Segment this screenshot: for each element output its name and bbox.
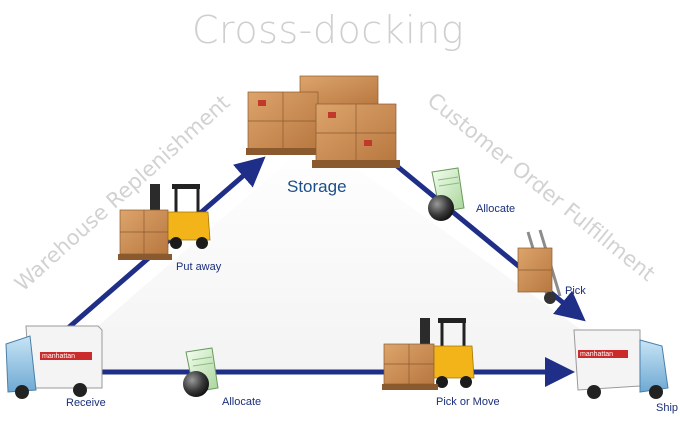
allocate-document-icon xyxy=(428,167,465,221)
hand-truck-icon xyxy=(517,229,562,304)
diagram-title: Cross-docking xyxy=(192,8,465,52)
pallet-stack-icon xyxy=(246,75,400,168)
label-receive: Receive xyxy=(66,397,106,409)
receive-truck-logo: manhattan xyxy=(42,353,75,360)
allocate-document-icon-bottom xyxy=(183,347,219,397)
cardboard-box-icon-bottom xyxy=(382,343,438,390)
label-pick-or-move: Pick or Move xyxy=(436,396,500,408)
label-put-away: Put away xyxy=(176,261,222,273)
label-allocate-bottom: Allocate xyxy=(222,396,262,408)
floor-triangle xyxy=(45,138,640,372)
label-allocate-top: Allocate xyxy=(476,203,516,215)
label-ship: Ship xyxy=(656,402,679,414)
storage-label: Storage xyxy=(287,177,347,196)
truck-icon-ship: manhattan xyxy=(573,329,669,399)
cardboard-box-icon xyxy=(118,209,172,260)
label-pick: Pick xyxy=(565,285,586,297)
ship-truck-logo: manhattan xyxy=(580,351,613,358)
truck-icon: manhattan xyxy=(5,325,103,399)
